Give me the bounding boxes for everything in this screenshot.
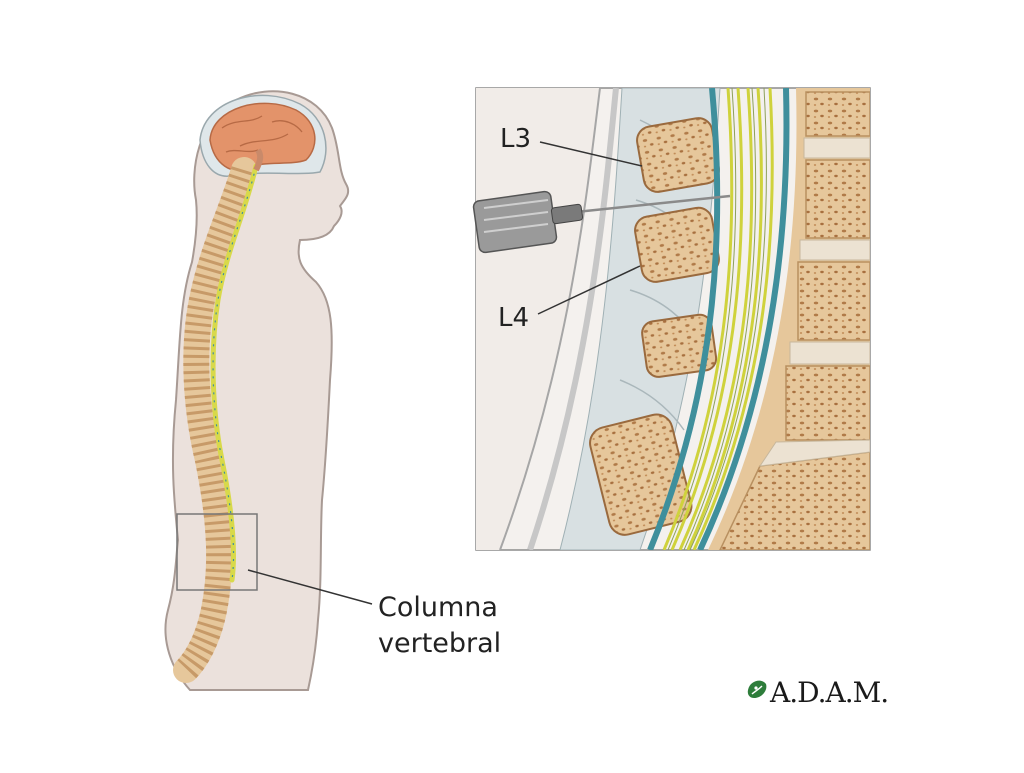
spinal-cord: [210, 163, 259, 583]
label-columna-vertebral: Columna vertebral: [378, 590, 501, 662]
fat-layer: [527, 88, 619, 550]
vertebral-body-3: [797, 261, 870, 341]
brainstem: [253, 148, 264, 172]
vertebra-l5: [641, 313, 718, 378]
adam-logo: A.D.A.M.: [744, 672, 914, 712]
l4-leader-line: [537, 265, 641, 315]
brain-folds: [221, 115, 303, 153]
skin-edge: [499, 88, 601, 550]
label-l4: L4: [498, 303, 530, 333]
syringe-hub: [550, 203, 584, 225]
vertebra-segments: [176, 166, 257, 680]
cauda-equina: [662, 88, 774, 550]
lumbar-highlight-box: [176, 513, 258, 591]
nerve-shading: [667, 88, 767, 550]
logo-text: A.D.A.M.: [770, 676, 889, 709]
label-l3: L3: [500, 124, 532, 154]
vertebral-body-2: [805, 159, 870, 239]
spine-leader-line: [247, 569, 373, 605]
syringe-gradations: [483, 199, 549, 233]
vertebral-body-4: [785, 365, 870, 441]
dura-posterior: [647, 88, 721, 550]
disc-4: [758, 439, 870, 467]
body-figure: [164, 90, 373, 691]
vertebral-body-1: [805, 91, 870, 137]
vertebra-l3: [636, 117, 720, 193]
l3-leader-line: [539, 141, 643, 167]
lumbar-inset: [472, 87, 871, 551]
label-columna-line1: Columna: [378, 592, 498, 623]
disc-3: [789, 341, 870, 365]
disc-1: [803, 137, 870, 159]
disc-2: [799, 239, 870, 261]
label-columna-line2: vertebral: [378, 628, 502, 659]
syringe: [472, 190, 584, 254]
needle-shaft: [575, 194, 731, 214]
dura-anterior: [697, 88, 790, 550]
leaf-icon: [747, 680, 767, 698]
vertebra-l4: [634, 206, 720, 283]
